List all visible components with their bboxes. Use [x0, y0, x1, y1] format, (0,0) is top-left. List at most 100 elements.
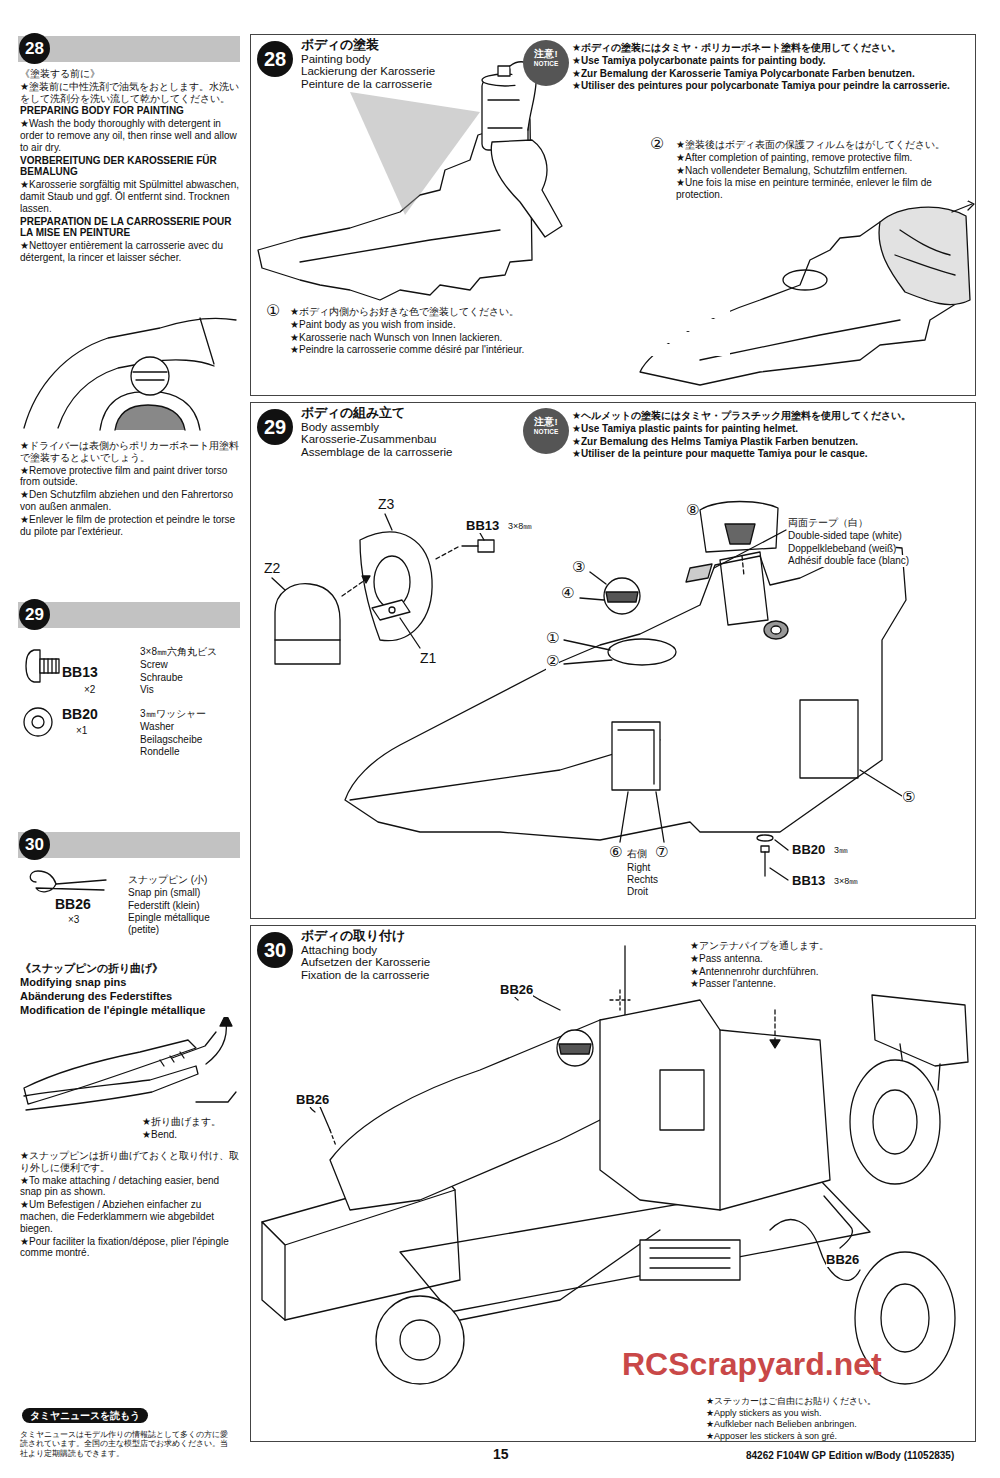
instruction-text: Screw	[140, 659, 168, 671]
body-assembly-drawing	[656, 792, 664, 842]
body-shell-painting-drawing	[300, 230, 500, 262]
pliers-drawing	[24, 1014, 236, 1110]
chassis-with-body-drawing	[719, 1030, 720, 1210]
callout-number: ②	[546, 654, 559, 670]
instruction-text: ★Use Tamiya polycarbonate paints for pai…	[572, 55, 970, 67]
body-assembly-drawing	[612, 722, 660, 790]
body-assembly-drawing	[771, 626, 781, 634]
instruction-text: 3×8㎜六角丸ビス	[140, 646, 217, 658]
instruction-text: ×1	[76, 725, 87, 737]
chassis-with-body-drawing	[559, 1044, 591, 1054]
step-number-circle: 30	[257, 932, 293, 968]
body-assembly-drawing	[800, 700, 858, 778]
notice-text: 注意!	[523, 40, 569, 59]
callout-number: ①	[266, 303, 280, 320]
part-code: BB13	[62, 664, 98, 681]
instruction-text: 15	[493, 1446, 509, 1463]
body-assembly-drawing	[757, 835, 773, 841]
instruction-text: ★Aufkleber nach Belieben anbringen.	[706, 1419, 971, 1430]
headlight-parts-drawing	[480, 533, 484, 540]
headlight-parts-drawing	[362, 576, 370, 583]
callout-number: ⑥	[609, 845, 622, 861]
driver-torso-drawing	[131, 357, 169, 395]
title-block: ボディの取り付けAttaching bodyAufsetzen der Karo…	[301, 929, 430, 982]
step-header-band: 28	[18, 36, 240, 62]
instruction-text: ★Remove protective film and paint driver…	[20, 465, 240, 489]
chassis-with-body-drawing	[650, 1248, 730, 1268]
instruction-text: ★Apply stickers as you wish.	[706, 1408, 971, 1419]
headlight-parts-drawing	[275, 584, 340, 664]
body-with-film-drawing	[879, 207, 970, 304]
part-code: Z3	[378, 496, 394, 513]
step-panel: ボディの組み立てBody assemblyKarosserie-Zusammen…	[250, 402, 976, 919]
instruction-text: 3×8㎜	[834, 876, 858, 887]
pliers-drawing	[206, 1022, 226, 1064]
instruction-text: Beilagscheibe	[140, 734, 202, 746]
step-title: ボディの取り付け	[301, 929, 430, 944]
chassis-with-body-drawing	[262, 1222, 285, 1320]
body-with-film-drawing	[966, 200, 974, 210]
step-title: Painting body	[301, 53, 435, 66]
instruction-text: ★Utiliser des peintures pour polycarbona…	[572, 80, 970, 92]
instruction-text: ★Um Befestigen / Abziehen einfacher zu m…	[20, 1199, 240, 1234]
instruction-text: ★Pour faciliter la fixation/dépose, plie…	[20, 1236, 240, 1260]
step-header-band: 29	[18, 602, 240, 628]
step-title: ボディの塗装	[301, 38, 435, 53]
headlight-parts-drawing	[272, 514, 494, 664]
body-assembly-drawing	[720, 552, 768, 625]
instruction-text: ★ドライバーは表側からポリカーボネート用塗料で塗装するとよいでしょう。	[20, 440, 240, 464]
notice-text: NOTICE	[523, 427, 569, 435]
body-assembly-drawing	[604, 578, 640, 614]
instruction-text: 右側	[627, 848, 647, 860]
chassis-with-body-drawing	[600, 1000, 830, 1210]
chassis-with-body-drawing	[640, 1240, 740, 1280]
body-shell-painting-drawing	[498, 66, 510, 76]
snap-pin-icon	[30, 871, 106, 892]
instruction-text: ★Zur Bemalung des Helms Tamiya Plastik F…	[572, 436, 970, 448]
instruction-text: Snap pin (small)	[128, 887, 200, 899]
headlight-parts-drawing	[374, 556, 410, 608]
body-assembly-drawing	[590, 572, 606, 584]
body-with-film-drawing	[952, 204, 972, 212]
step-number: 30	[257, 932, 293, 968]
part-code: BB26	[826, 1252, 859, 1267]
step-title: Fixation de la carrosserie	[301, 969, 430, 982]
instruction-text: ★アンテナパイプを通します。	[690, 940, 829, 952]
instruction-text: ★ヘルメットの塗装にはタミヤ・プラスチック用塗料を使用してください。	[572, 410, 970, 422]
body-assembly-drawing	[580, 598, 604, 600]
headlight-parts-drawing	[372, 600, 410, 620]
headlight-parts-drawing	[385, 514, 392, 530]
instruction-text: ★Zur Bemalung der Karosserie Tamiya Poly…	[572, 68, 970, 80]
instruction-text: ★折り曲げます。	[142, 1116, 221, 1128]
body-assembly-drawing	[564, 640, 610, 650]
step-number: 29	[257, 409, 293, 445]
step-title: Attaching body	[301, 944, 430, 957]
body-shell-painting-drawing	[258, 62, 562, 300]
watermark: RCScrapyard.net	[622, 1346, 882, 1384]
instruction-text: Epingle métallique (petite)	[128, 912, 240, 936]
headlight-parts-drawing	[272, 578, 285, 590]
instruction-text: ★ボディの塗装にはタミヤ・ポリカーボネート塗料を使用してください。	[572, 42, 970, 54]
part-code: BB13	[466, 518, 499, 533]
instruction-text: ★Paint body as you wish from inside.	[290, 319, 730, 331]
instruction-text: ★Den Schutzfilm abziehen und den Fahrert…	[20, 489, 240, 513]
body-assembly-drawing	[686, 564, 712, 582]
chassis-with-body-drawing	[557, 1030, 593, 1066]
chassis-with-body-drawing	[770, 1040, 780, 1048]
banner-text: タミヤニュースを読もう	[30, 1410, 140, 1421]
instruction-text: 《スナップピンの折り曲げ》	[20, 962, 242, 975]
screw-icon	[44, 659, 56, 673]
instruction-text: ★塗装前に中性洗剤で油気をおとします。水洗いをして洗剤分を洗い流して乾かしてくだ…	[20, 81, 240, 105]
step-title: Lackierung der Karosserie	[301, 65, 435, 78]
instruction-text: Schraube	[140, 672, 183, 684]
part-code: BB20	[792, 842, 825, 857]
chassis-with-body-drawing	[660, 1070, 704, 1130]
chassis-with-body-drawing	[540, 1000, 560, 1010]
notice-text: 注意!	[523, 408, 569, 427]
instruction-text: Washer	[140, 721, 174, 733]
body-with-film-drawing	[895, 230, 955, 275]
callout-number: ⑧	[686, 503, 699, 519]
chassis-with-body-drawing	[872, 995, 968, 1066]
instruction-text: ★To make attaching / detaching easier, b…	[20, 1175, 240, 1199]
